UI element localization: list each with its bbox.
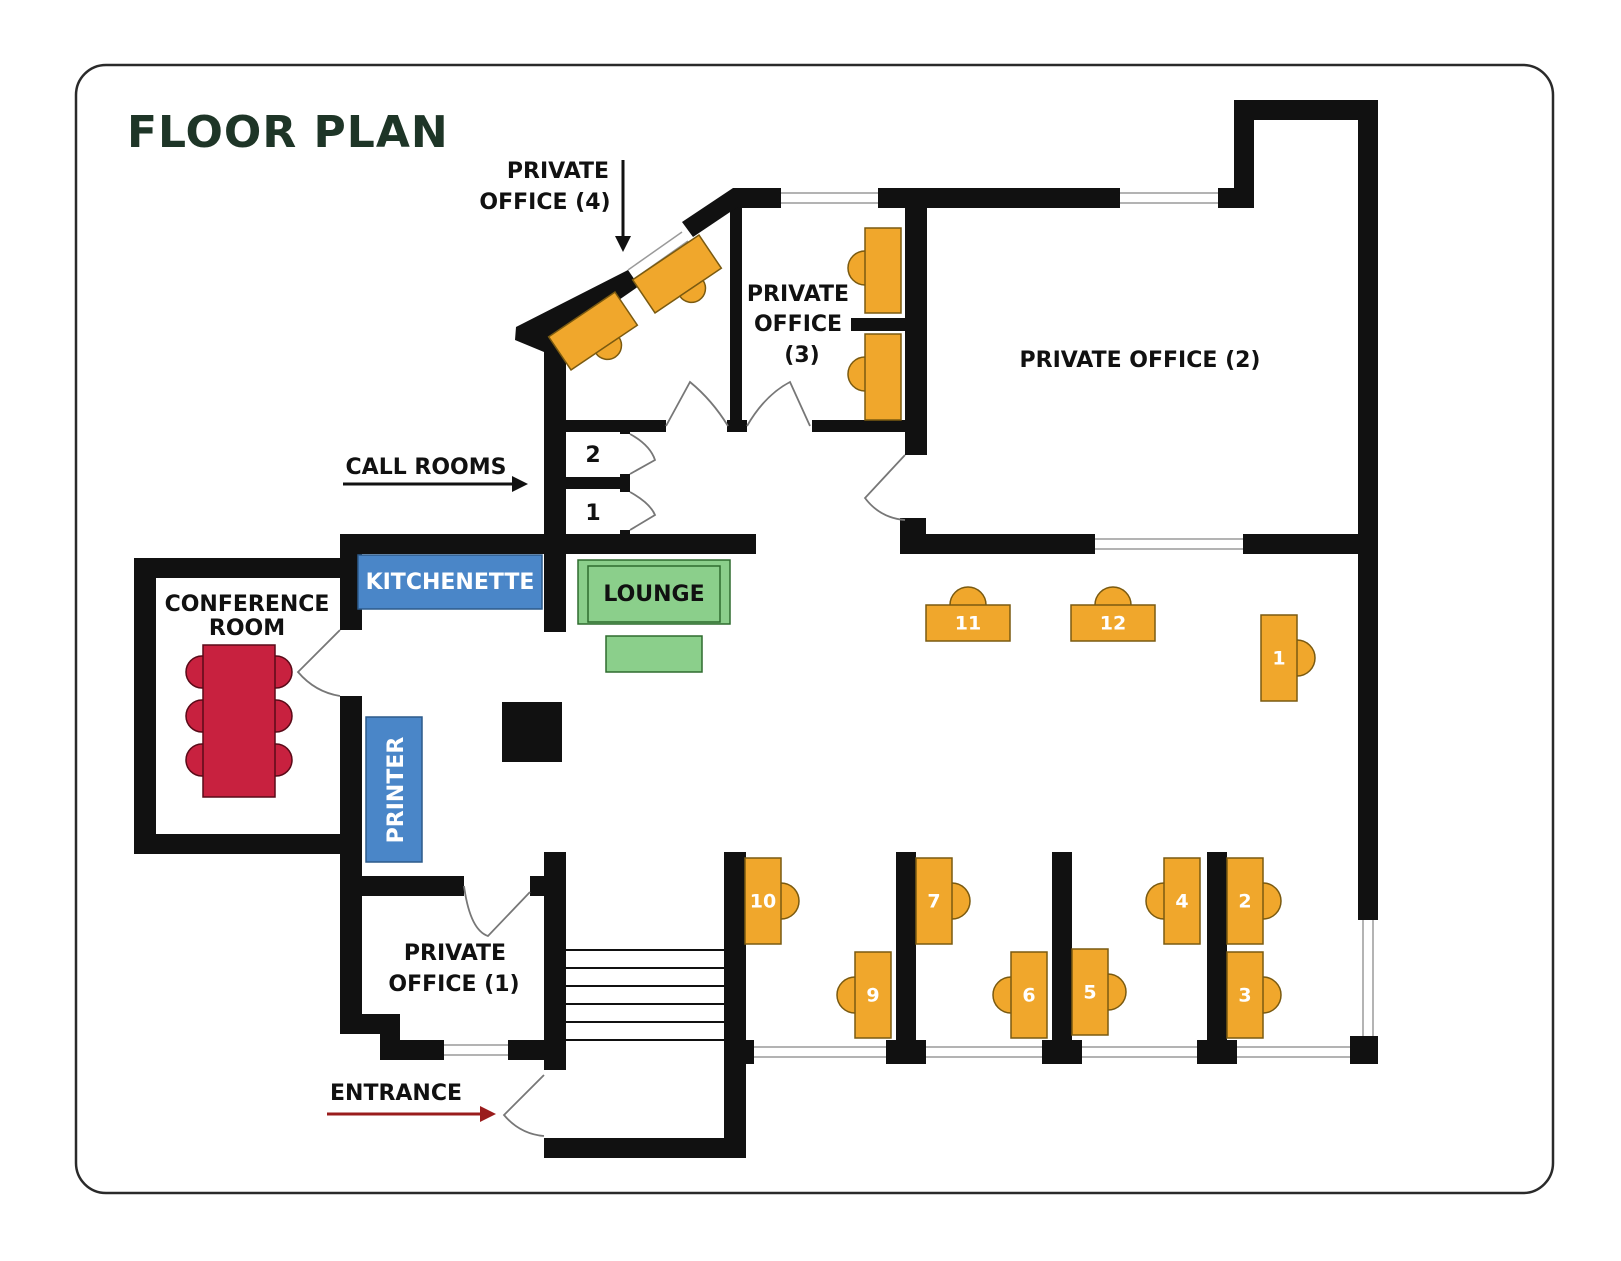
desk-number-5: 5 xyxy=(1083,982,1096,1004)
office-4-desks xyxy=(547,234,723,371)
room-labels: PRIVATE OFFICE (4) PRIVATE OFFICE (3) PR… xyxy=(165,159,1261,1106)
office-1-label-line1: PRIVATE xyxy=(404,941,506,966)
office-4-label-line1: PRIVATE xyxy=(507,159,609,184)
lounge-sofa-inner xyxy=(587,565,721,623)
desk-number-10: 10 xyxy=(750,891,776,913)
desk-surface-2 xyxy=(1226,857,1264,945)
desk-surface-1 xyxy=(1260,614,1298,702)
call-rooms-label: CALL ROOMS xyxy=(346,455,507,480)
walls xyxy=(134,100,1378,1158)
desk-number-9: 9 xyxy=(866,985,879,1007)
office-3-label-line2: OFFICE xyxy=(754,312,842,337)
printer-label: PRINTER xyxy=(384,737,409,844)
entrance-label: ENTRANCE xyxy=(330,1081,462,1106)
desk-number-12: 12 xyxy=(1100,613,1126,635)
desk-number-11: 11 xyxy=(955,613,981,635)
desk-7: 7 xyxy=(915,857,971,945)
desk-surface-12 xyxy=(1070,604,1156,642)
desk-number-7: 7 xyxy=(927,891,940,913)
conference-label-line1: CONFERENCE xyxy=(165,592,330,617)
desk-9: 9 xyxy=(836,951,892,1039)
desk-2: 2 xyxy=(1226,857,1282,945)
desk-4: 4 xyxy=(1145,857,1201,945)
call-room-1-label: 1 xyxy=(585,501,600,526)
office-2-label: PRIVATE OFFICE (2) xyxy=(1020,348,1261,373)
plan-title: FLOOR PLAN xyxy=(127,107,449,158)
plan-frame xyxy=(74,63,1555,1195)
office-3-label-line3: (3) xyxy=(784,343,819,368)
printer xyxy=(365,716,423,863)
desk-number-1: 1 xyxy=(1272,648,1285,670)
lounge-table xyxy=(605,635,703,673)
office-1-label-line2: OFFICE (1) xyxy=(388,972,519,997)
desk-5: 5 xyxy=(1071,948,1127,1036)
desk-surface-5 xyxy=(1071,948,1109,1036)
office-3-desks xyxy=(847,227,902,421)
desk-number-3: 3 xyxy=(1238,985,1251,1007)
desk-surface-11 xyxy=(925,604,1011,642)
desk-6: 6 xyxy=(992,951,1048,1039)
structural-column xyxy=(502,702,562,762)
desk-number-4: 4 xyxy=(1175,891,1188,913)
office-4-label-line2: OFFICE (4) xyxy=(479,190,610,215)
desk-surface-3 xyxy=(1226,951,1264,1039)
desk-number-2: 2 xyxy=(1238,891,1251,913)
desk-1: 1 xyxy=(1260,614,1316,702)
kitchenette-label: KITCHENETTE xyxy=(366,570,535,595)
office-3-label-line1: PRIVATE xyxy=(747,282,849,307)
kitchenette-counter xyxy=(357,554,543,610)
doors xyxy=(296,380,906,1137)
desk-11: 11 xyxy=(925,586,1011,642)
desk-surface-10 xyxy=(744,857,782,945)
desk-12: 12 xyxy=(1070,586,1156,642)
conference-label-line2: ROOM xyxy=(209,616,285,641)
desk-10: 10 xyxy=(744,857,800,945)
call-room-2-label: 2 xyxy=(585,443,600,468)
desk-surface-9 xyxy=(854,951,892,1039)
desk-3: 3 xyxy=(1226,951,1282,1039)
entrance-arrow-head xyxy=(480,1106,496,1122)
lounge-label: LOUNGE xyxy=(603,582,704,607)
conference-table xyxy=(185,644,293,798)
desk-surface-7 xyxy=(915,857,953,945)
desk-surface-4 xyxy=(1163,857,1201,945)
stairs xyxy=(566,949,724,1041)
annotation-arrows xyxy=(327,160,631,1122)
desk-number-6: 6 xyxy=(1022,985,1035,1007)
desk-surface-6 xyxy=(1010,951,1048,1039)
